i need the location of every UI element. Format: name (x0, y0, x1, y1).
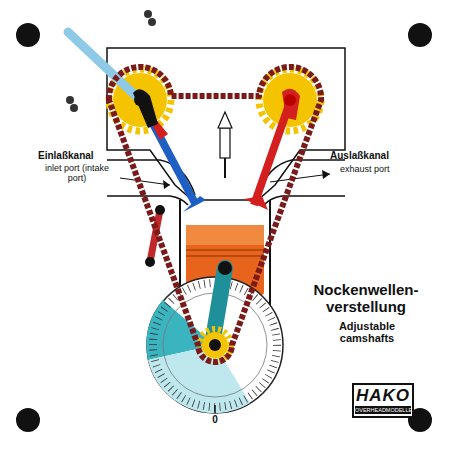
cam-shaft (134, 94, 146, 106)
exhaust-cam-gear (263, 73, 317, 127)
dial-zero: 0 (209, 414, 221, 425)
diagram-title: Nockenwellen- verstellung (300, 282, 432, 315)
piston-ring (186, 255, 264, 257)
piston-ring (186, 249, 264, 251)
valve-head (244, 196, 268, 210)
pivot (155, 205, 165, 215)
timing-chain (109, 67, 321, 362)
intake-cam (133, 89, 158, 128)
port-label: inlet port (intake port) (44, 164, 110, 184)
logo-subtext: OVERHEADMODELLE (355, 406, 411, 414)
piston-crown (186, 225, 264, 245)
flow-arrow (120, 178, 170, 185)
screw (148, 18, 156, 26)
zero-mark (214, 405, 216, 413)
exhaust-cam (282, 89, 300, 120)
crank-pin (209, 339, 221, 351)
logo-box: HAKOOVERHEADMODELLE (352, 383, 414, 418)
subtitle: Adjustable camshafts (318, 320, 416, 344)
port-label: Einlaßkanal (38, 150, 118, 161)
mount-hole (16, 408, 40, 432)
flow-arrow (270, 174, 330, 182)
valve-head (183, 196, 206, 212)
piston-pin (218, 261, 232, 275)
spark-plug (220, 128, 230, 158)
screw (70, 104, 78, 112)
logo-text: HAKO (355, 387, 411, 406)
mount-hole (408, 23, 432, 47)
adjuster-arm (68, 32, 138, 98)
pivot (145, 257, 155, 267)
mount-hole (16, 23, 40, 47)
screw (66, 96, 74, 104)
port-label: Auslaßkanal (330, 150, 410, 161)
exhaust-valve (254, 102, 290, 205)
flow-arrow (163, 180, 170, 189)
screw (144, 10, 152, 18)
flow-arrow (322, 170, 330, 179)
cam-shaft (284, 94, 296, 106)
spark-plug (218, 112, 232, 128)
electrode (224, 158, 226, 178)
port-label: exhaust port (340, 165, 420, 175)
crank-gear (202, 332, 228, 358)
